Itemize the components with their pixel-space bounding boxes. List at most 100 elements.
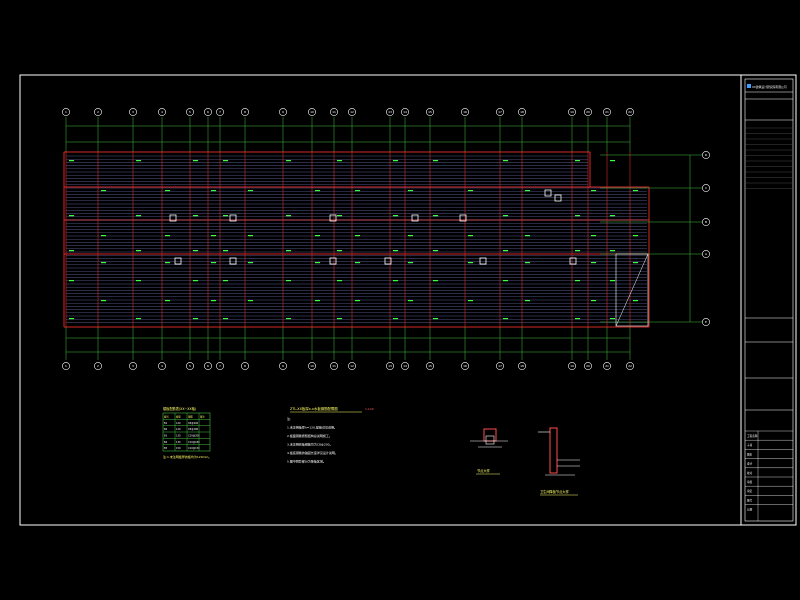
rebar-annotation xyxy=(69,160,74,162)
rebar-annotation xyxy=(503,250,508,252)
rebar-annotation xyxy=(610,160,615,162)
grid-bubble xyxy=(584,108,592,116)
stair-area xyxy=(615,253,649,327)
rebar-annotation xyxy=(575,160,580,162)
grid-bubble xyxy=(94,108,102,116)
grid-bubble-label: 19 xyxy=(570,364,574,368)
rebar-annotation xyxy=(468,300,473,302)
grid-bubble xyxy=(330,362,338,370)
column-marker xyxy=(384,257,392,265)
rebar-annotation xyxy=(610,280,615,282)
grid-bubble xyxy=(129,108,137,116)
grid-bubble xyxy=(496,362,504,370)
rebar-annotation xyxy=(211,300,216,302)
grid-bubble xyxy=(603,108,611,116)
grid-bubble-label: 4 xyxy=(161,364,163,368)
notes-title: ZTL-XX板厚x-x水板钢筋配置图 xyxy=(290,406,338,411)
table-cell: 板厚 xyxy=(176,414,181,418)
grid-bubble-label: 8 xyxy=(244,110,246,114)
grid-bubble-label: 22 xyxy=(628,364,632,368)
column-marker xyxy=(569,257,577,265)
rebar-annotation xyxy=(223,280,228,282)
grid-bubble xyxy=(308,108,316,116)
title-block-field: 图名 xyxy=(747,452,753,456)
column-marker xyxy=(329,257,337,265)
detail-b: 卫生间降板节点大样 xyxy=(538,427,580,496)
rebar-annotation xyxy=(433,215,438,217)
rebar-annotation xyxy=(165,235,170,237)
grid-bubble xyxy=(158,362,166,370)
rebar-annotation xyxy=(591,262,596,264)
grid-bubble xyxy=(518,108,526,116)
rebar-annotation xyxy=(408,235,413,237)
rebar-annotation xyxy=(525,300,530,302)
rebar-annotation xyxy=(503,160,508,162)
grid-bubble xyxy=(568,108,576,116)
grid-bubble xyxy=(461,362,469,370)
grid-bubble xyxy=(626,362,634,370)
grid-bubble-label: 13 xyxy=(388,364,392,368)
rebar-annotation xyxy=(393,250,398,252)
table-cell: 130 xyxy=(176,434,181,437)
rebar-annotation xyxy=(286,318,291,320)
grid-bubble xyxy=(216,108,224,116)
column-marker xyxy=(174,257,182,265)
rebar-annotation xyxy=(165,262,170,264)
grid-bubble xyxy=(702,250,710,258)
table-cell: B5 xyxy=(164,447,168,450)
detail-b-title: 卫生间降板节点大样 xyxy=(540,489,569,494)
detail-a-title: 节点大样 xyxy=(477,468,491,473)
rebar-annotation xyxy=(193,215,198,217)
rebar-annotation xyxy=(355,262,360,264)
grid-bubble xyxy=(348,108,356,116)
grid-bubble xyxy=(568,362,576,370)
rebar-annotation xyxy=(433,250,438,252)
grid-bubble xyxy=(216,362,224,370)
grid-bubble xyxy=(496,108,504,116)
grid-bubble-label: 1 xyxy=(65,110,67,114)
rebar-annotation xyxy=(633,262,638,264)
rebar-annotation xyxy=(223,318,228,320)
rebar-annotation xyxy=(503,318,508,320)
rebar-annotation xyxy=(575,280,580,282)
rebar-annotation xyxy=(193,280,198,282)
grid-bubble xyxy=(279,362,287,370)
grid-bubble xyxy=(461,108,469,116)
floor-plan xyxy=(63,117,702,360)
grid-bubble-label: D xyxy=(705,153,708,157)
rebar-annotation xyxy=(525,235,530,237)
rebar-annotation xyxy=(468,190,473,192)
grid-bubble xyxy=(279,108,287,116)
table-cell: B4 xyxy=(164,441,168,444)
rebar-annotation xyxy=(468,262,473,264)
grid-bubble xyxy=(702,184,710,192)
column-marker xyxy=(544,189,552,197)
grid-bubble-label: 9 xyxy=(282,364,284,368)
rebar-annotation xyxy=(286,250,291,252)
rebar-annotation xyxy=(223,215,228,217)
rebar-annotation xyxy=(633,300,638,302)
rebar-annotation xyxy=(69,250,74,252)
title-block-field: 设计 xyxy=(747,462,753,466)
rebar-annotation xyxy=(315,300,320,302)
rebar-annotation xyxy=(136,280,141,282)
grid-bubble-label: 14 xyxy=(403,364,407,368)
note-line: 1.未注明板厚h=120,配筋详见说明。 xyxy=(287,425,337,430)
column-marker xyxy=(229,214,237,222)
table-cell: C8@200 xyxy=(188,422,199,425)
rebar-annotation xyxy=(591,235,596,237)
table-cell: 钢筋 xyxy=(188,414,193,418)
rebar-annotation xyxy=(223,250,228,252)
table-cell: 150 xyxy=(176,447,181,450)
column-marker xyxy=(479,257,487,265)
rebar-annotation xyxy=(591,190,596,192)
rebar-annotation xyxy=(525,190,530,192)
rebar-annotation xyxy=(101,190,106,192)
grid-bubble-label: C xyxy=(705,186,707,190)
note-line: 2.板面钢筋按照结构总说明施工。 xyxy=(287,433,332,438)
table-cell: B2 xyxy=(164,428,168,431)
rebar-annotation xyxy=(393,160,398,162)
grid-bubble xyxy=(204,108,212,116)
